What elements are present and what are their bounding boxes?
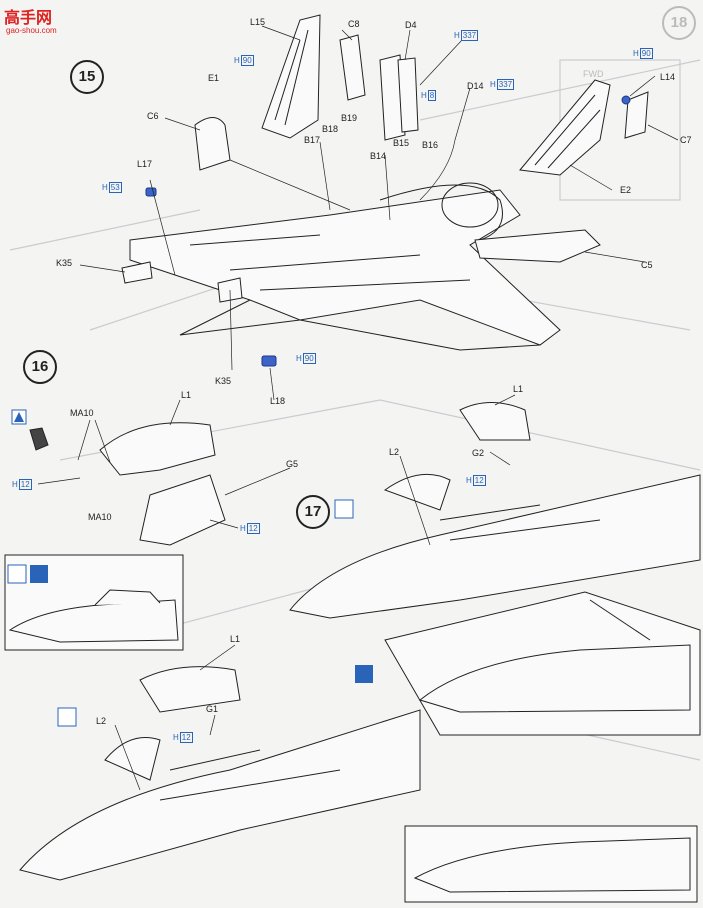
watermark-site: gao-shou.com [6, 26, 57, 35]
label-B19: B19 [341, 113, 358, 123]
label-C8: C8 [348, 19, 360, 29]
step-15-number: 15 [70, 60, 104, 94]
label-K35-upper: K35 [56, 258, 73, 268]
label-C5: C5 [641, 260, 653, 270]
step16-icons [7, 409, 48, 584]
label-D14: D14 [467, 81, 484, 91]
label-C6: C6 [147, 111, 159, 121]
label-B18: B18 [322, 124, 339, 134]
step17-aircraft [289, 402, 701, 619]
step17-inset [384, 591, 701, 903]
lower-aircraft [19, 666, 421, 881]
step-icons [57, 499, 373, 727]
label-B16: B16 [422, 140, 439, 150]
label-L14: L14 [660, 72, 676, 82]
label-B15: B15 [393, 138, 410, 148]
step-17-number: 17 [296, 495, 330, 529]
tail-E2 [519, 79, 611, 176]
label-L1-step16: L1 [181, 390, 192, 400]
small-parts [121, 34, 649, 303]
label-L18: L18 [270, 396, 286, 406]
label-MA10-bottom: MA10 [88, 512, 112, 522]
label-L17: L17 [137, 159, 153, 169]
leaders-15 [79, 25, 679, 401]
label-E1: E1 [208, 73, 220, 83]
label-L15: L15 [250, 17, 266, 27]
label-C7: C7 [680, 135, 692, 145]
label-K35-lower: K35 [215, 376, 232, 386]
label-E2: E2 [620, 185, 632, 195]
leaders-16-17 [37, 394, 516, 791]
label-G1: G1 [206, 704, 219, 714]
label-L1-step17: L1 [513, 384, 524, 394]
tail-E1 [261, 14, 321, 139]
step-16-number: 16 [23, 350, 57, 384]
label-B14: B14 [370, 151, 387, 161]
label-B17: B17 [304, 135, 321, 145]
step-18-number: 18 [662, 6, 696, 40]
label-MA10-top: MA10 [70, 408, 94, 418]
blue-parts [145, 95, 631, 367]
label-G2: G2 [472, 448, 485, 458]
label-L1-lower: L1 [230, 634, 241, 644]
label-FWD: FWD [583, 69, 604, 79]
label-L2-lower: L2 [96, 716, 107, 726]
step15-aircraft [129, 182, 561, 351]
label-D4: D4 [405, 20, 417, 30]
label-G5: G5 [286, 459, 299, 469]
watermark-logo: 高手网 [4, 10, 53, 27]
label-L2-step17: L2 [389, 447, 400, 457]
step16-canopy [29, 422, 226, 546]
